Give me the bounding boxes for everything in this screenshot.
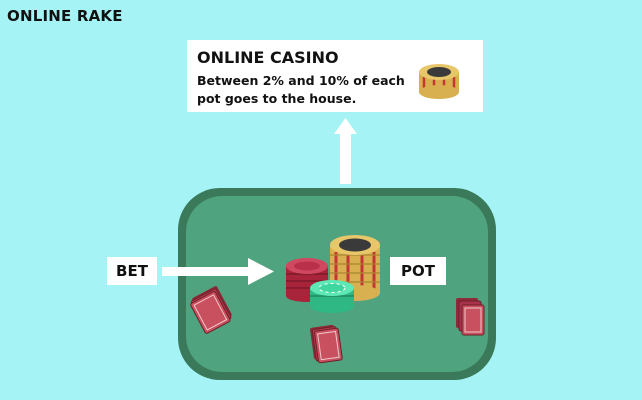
online-casino-info-box: ONLINE CASINO Between 2% and 10% of each… xyxy=(187,40,483,112)
card-deck-right xyxy=(456,298,485,336)
info-heading: ONLINE CASINO xyxy=(197,48,339,67)
bet-label: BET xyxy=(107,257,157,285)
green-chip-stack xyxy=(310,280,354,313)
pot-label: POT xyxy=(390,257,446,285)
rake-arrow xyxy=(334,118,357,184)
card-deck-left xyxy=(190,286,232,334)
diagram-title: ONLINE RAKE xyxy=(7,7,123,25)
info-chip-icon xyxy=(419,64,459,99)
card-deck-bottom xyxy=(310,324,343,364)
bet-arrow xyxy=(162,258,274,285)
info-body: Between 2% and 10% of each pot goes to t… xyxy=(197,73,405,106)
